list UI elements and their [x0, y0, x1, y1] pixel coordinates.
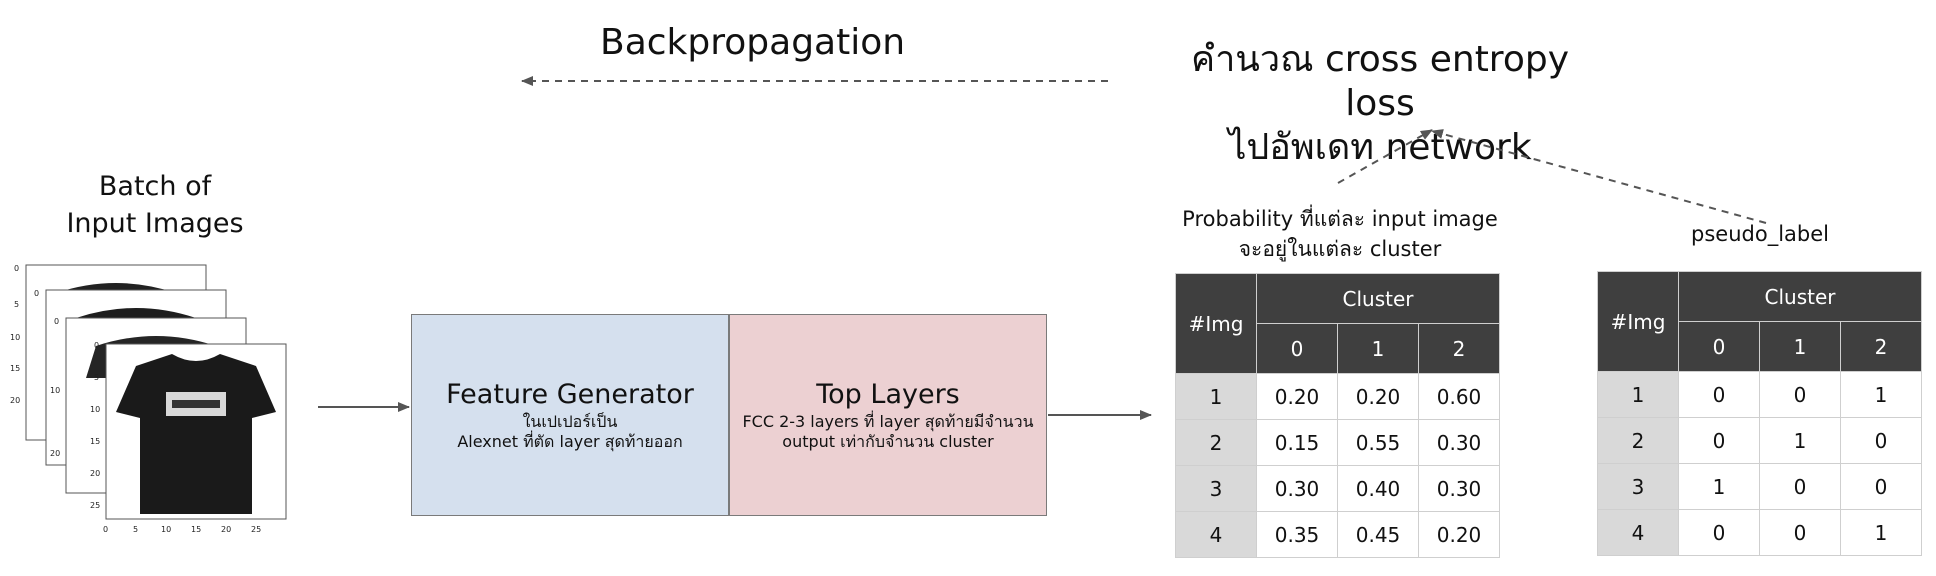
probability-table: #Img Cluster 0 1 2 1 0.20 0.20 0.60 2 0.… — [1175, 273, 1500, 558]
pseudo-cell: 0 — [1678, 371, 1760, 418]
prob-cell: 0.15 — [1256, 419, 1338, 466]
pseudo-cell: 0 — [1678, 509, 1760, 556]
table-row: 1 0.20 0.20 0.60 — [1175, 373, 1500, 420]
pseudo-cell: 1 — [1840, 509, 1922, 556]
cluster-col-2: 2 — [1418, 323, 1500, 374]
row-img: 4 — [1175, 511, 1257, 558]
table-row: 4 0.35 0.45 0.20 — [1175, 511, 1500, 558]
svg-text:0: 0 — [94, 341, 99, 350]
pseudo-cell: 0 — [1678, 417, 1760, 464]
probability-caption: Probability ที่แต่ละ input image จะอยู่ใ… — [1165, 204, 1515, 264]
svg-text:5: 5 — [94, 373, 99, 382]
pseudo-cell: 1 — [1759, 417, 1841, 464]
backpropagation-label: Backpropagation — [600, 22, 906, 63]
prob-cell: 0.20 — [1337, 373, 1419, 420]
top-layers-box: Top Layers FCC 2-3 layers ที่ layer สุดท… — [729, 314, 1047, 516]
pseudo-cell: 0 — [1759, 371, 1841, 418]
feature-generator-title: Feature Generator — [446, 379, 694, 410]
svg-text:0: 0 — [34, 289, 39, 298]
table-row: 4 0 0 1 — [1597, 509, 1922, 556]
svg-text:25: 25 — [251, 525, 261, 534]
table-row: 3 1 0 0 — [1597, 463, 1922, 510]
svg-text:0: 0 — [54, 317, 59, 326]
prob-cell: 0.55 — [1337, 419, 1419, 466]
cluster-header: Cluster — [1256, 273, 1500, 324]
img-header: #Img — [1597, 271, 1679, 372]
probability-caption-line1: Probability ที่แต่ละ input image — [1182, 207, 1498, 231]
loss-caption-line2: ไปอัพเดท network — [1228, 127, 1532, 168]
pseudo-to-loss-arrow — [1431, 129, 1767, 224]
pseudo-cell: 0 — [1759, 509, 1841, 556]
feature-generator-sub2: Alexnet ที่ตัด layer สุดท้ายออก — [457, 432, 683, 451]
row-img: 4 — [1597, 509, 1679, 556]
cluster-col-0: 0 — [1678, 321, 1760, 372]
input-image-stack: 0 5 10 15 20 0 0 10 20 0 5 10 15 20 25 0 — [10, 264, 287, 534]
svg-text:10: 10 — [50, 386, 60, 395]
prob-cell: 0.20 — [1418, 511, 1500, 558]
row-img: 1 — [1597, 371, 1679, 418]
pseudo-label-caption: pseudo_label — [1691, 222, 1829, 246]
batch-caption-line1: Batch of — [98, 171, 212, 202]
svg-text:5: 5 — [133, 525, 138, 534]
svg-text:15: 15 — [90, 437, 100, 446]
top-layers-title: Top Layers — [816, 379, 960, 410]
table-row: 2 0 1 0 — [1597, 417, 1922, 464]
svg-text:20: 20 — [50, 449, 60, 458]
prob-cell: 0.45 — [1337, 511, 1419, 558]
feature-generator-box: Feature Generator ในเปเปอร์เป็น Alexnet … — [411, 314, 729, 516]
cluster-col-1: 1 — [1759, 321, 1841, 372]
probability-caption-line2: จะอยู่ในแต่ละ cluster — [1238, 237, 1442, 261]
pseudo-cell: 1 — [1840, 371, 1922, 418]
svg-text:10: 10 — [10, 333, 20, 342]
svg-text:15: 15 — [191, 525, 201, 534]
svg-text:10: 10 — [161, 525, 171, 534]
batch-caption-line2: Input Images — [66, 208, 244, 239]
img-header: #Img — [1175, 273, 1257, 374]
input-image-4: 0 5 10 15 20 25 0 5 10 15 20 25 — [90, 341, 287, 534]
top-layers-sub1: FCC 2-3 layers ที่ layer สุดท้ายมีจำนวน — [742, 412, 1034, 431]
row-img: 3 — [1597, 463, 1679, 510]
pseudo-cell: 0 — [1840, 417, 1922, 464]
prob-cell: 0.20 — [1256, 373, 1338, 420]
prob-cell: 0.30 — [1256, 465, 1338, 512]
pseudo-label-table: #Img Cluster 0 1 2 1 0 0 1 2 0 1 0 3 1 0… — [1597, 271, 1922, 556]
prob-cell: 0.35 — [1256, 511, 1338, 558]
cluster-header: Cluster — [1678, 271, 1922, 322]
pseudo-cell: 0 — [1759, 463, 1841, 510]
row-img: 3 — [1175, 465, 1257, 512]
prob-cell: 0.60 — [1418, 373, 1500, 420]
svg-text:20: 20 — [90, 469, 100, 478]
prob-cell: 0.30 — [1418, 419, 1500, 466]
pseudo-cell: 1 — [1678, 463, 1760, 510]
tshirt-icon — [116, 354, 276, 514]
row-img: 1 — [1175, 373, 1257, 420]
pseudo-cell: 0 — [1840, 463, 1922, 510]
svg-text:5: 5 — [14, 300, 19, 309]
svg-text:25: 25 — [90, 501, 100, 510]
loss-caption-line1: คำนวณ cross entropy loss — [1190, 39, 1570, 124]
batch-caption: Batch of Input Images — [60, 168, 250, 242]
svg-text:0: 0 — [103, 525, 108, 534]
feature-generator-sub1: ในเปเปอร์เป็น — [522, 412, 618, 431]
cluster-col-2: 2 — [1840, 321, 1922, 372]
top-layers-sub2: output เท่ากับจำนวน cluster — [782, 432, 994, 451]
cluster-col-1: 1 — [1337, 323, 1419, 374]
probability-to-loss-arrow — [1337, 129, 1433, 184]
prob-cell: 0.40 — [1337, 465, 1419, 512]
svg-text:0: 0 — [14, 264, 19, 273]
table-row: 2 0.15 0.55 0.30 — [1175, 419, 1500, 466]
svg-text:10: 10 — [90, 405, 100, 414]
table-row: 1 0 0 1 — [1597, 371, 1922, 418]
prob-cell: 0.30 — [1418, 465, 1500, 512]
row-img: 2 — [1597, 417, 1679, 464]
svg-text:15: 15 — [10, 364, 20, 373]
table-row: 3 0.30 0.40 0.30 — [1175, 465, 1500, 512]
svg-text:20: 20 — [10, 396, 20, 405]
svg-text:20: 20 — [221, 525, 231, 534]
cluster-col-0: 0 — [1256, 323, 1338, 374]
row-img: 2 — [1175, 419, 1257, 466]
loss-caption: คำนวณ cross entropy loss ไปอัพเดท networ… — [1160, 38, 1600, 170]
